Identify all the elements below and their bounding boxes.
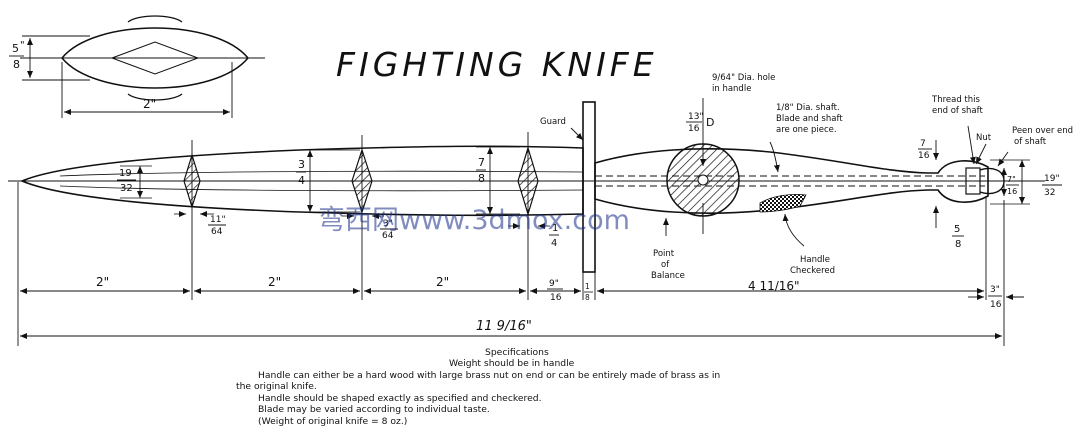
svg-text:16: 16 (688, 124, 700, 134)
balance-label-3: Balance (651, 271, 685, 281)
svg-text:3": 3" (383, 219, 393, 229)
guard (570, 101, 596, 300)
thread-label-1: Thread this (931, 95, 981, 105)
svg-text:4: 4 (298, 174, 305, 187)
shaft-label-2: Blade and shaft (776, 114, 843, 124)
nut-label: Nut (976, 133, 992, 143)
frac-11-64: 11" 64 (208, 215, 226, 237)
drawing-title: FIGHTING KNIFE (336, 45, 658, 84)
spec-shape: Handle should be shaped exactly as speci… (258, 393, 542, 404)
hole-label-1: 9/64" Dia. hole (712, 73, 775, 83)
dim-seg-1: 2" (96, 275, 109, 289)
svg-text:32: 32 (120, 183, 133, 194)
svg-text:16: 16 (990, 300, 1002, 310)
frac-5-8: 5 8 (952, 224, 964, 250)
length-dimensions (17, 288, 1024, 346)
frac-1-8: 1 8 (584, 282, 593, 302)
spec-heading: Specifications (485, 347, 549, 358)
thread-label-2: end of shaft (932, 106, 983, 116)
watermark: 弯西网www.3dmox.com (318, 205, 630, 236)
diameter-d: D (706, 116, 714, 129)
frac-19-32: 19 32 (117, 168, 136, 194)
svg-text:7: 7 (920, 139, 926, 149)
spec-weight-original: (Weight of original knife = 8 oz.) (258, 416, 408, 427)
svg-text:64: 64 (382, 231, 394, 241)
nut (965, 167, 981, 195)
svg-text:8: 8 (585, 293, 590, 302)
svg-text:64: 64 (211, 227, 223, 237)
dim-total-length: 11 9/16" (476, 319, 532, 334)
cross-section-width: 2" (143, 97, 156, 111)
svg-text:3: 3 (298, 158, 305, 171)
frac-13-16: 13" 16 (686, 112, 704, 134)
svg-text:8: 8 (478, 172, 485, 185)
svg-text:16: 16 (550, 293, 562, 303)
svg-text:32: 32 (1044, 188, 1055, 198)
svg-text:16: 16 (918, 151, 930, 161)
spec-original: the original knife. (236, 381, 317, 392)
svg-text:19": 19" (1044, 174, 1060, 184)
frac-7-16-b: 7" 16 (1006, 175, 1019, 196)
cross-section-height-den: 8 (13, 58, 20, 71)
spec-weight: Weight should be in handle (449, 358, 575, 369)
svg-text:11": 11" (210, 215, 226, 225)
frac-1-4: 1 4 (549, 223, 559, 249)
frac-3-64: 3" 64 (380, 219, 398, 241)
shaft-label-3: are one piece. (776, 125, 837, 135)
frac-3-4: 3 4 (296, 158, 306, 187)
peen-label-2: of shaft (1014, 137, 1047, 147)
dim-seg-3: 2" (436, 275, 449, 289)
handle-checkered-area (759, 194, 807, 213)
frac-7-8: 7 8 (476, 156, 486, 185)
svg-text:13": 13" (688, 112, 704, 122)
svg-text:5: 5 (954, 224, 960, 235)
svg-text:4: 4 (551, 238, 557, 249)
guard-label: Guard (540, 117, 566, 127)
svg-text:3": 3" (990, 285, 1000, 295)
svg-text:1: 1 (552, 223, 558, 234)
svg-text:7": 7" (1007, 175, 1016, 184)
balance-label-2: of (661, 260, 670, 270)
checkered-label-1: Handle (800, 255, 830, 265)
handle (594, 98, 1030, 346)
checkered-label-2: Checkered (790, 266, 835, 276)
dim-handle-length: 4 11/16" (748, 279, 800, 293)
svg-text:8: 8 (955, 239, 961, 250)
guard-plate (582, 101, 596, 273)
peen-label-1: Peen over end (1012, 126, 1073, 136)
svg-text:7: 7 (478, 156, 485, 169)
frac-3-16: 3" 16 (988, 285, 1002, 310)
cross-section-view (20, 15, 265, 118)
svg-text:9": 9" (549, 279, 559, 289)
shaft-label-1: 1/8" Dia. shaft. (776, 103, 840, 113)
handle-outline (594, 148, 989, 214)
svg-text:16: 16 (1007, 187, 1017, 196)
spec-handle-material: Handle can either be a hard wood with la… (258, 370, 721, 381)
balance-label-1: Point (653, 249, 675, 259)
frac-19-32-b: 19" 32 (1042, 174, 1062, 198)
hole-label-2: in handle (712, 84, 751, 94)
svg-text:1: 1 (585, 282, 590, 291)
dim-seg-2: 2" (268, 275, 281, 289)
frac-9-16: 9" 16 (547, 279, 563, 303)
svg-text:19: 19 (119, 168, 132, 179)
frac-7-16-a: 7 16 (918, 139, 932, 161)
cross-section-height-num: 5 (12, 42, 19, 55)
cross-section-height-mark: " (20, 40, 25, 51)
spec-blade: Blade may be varied according to individ… (258, 404, 490, 415)
